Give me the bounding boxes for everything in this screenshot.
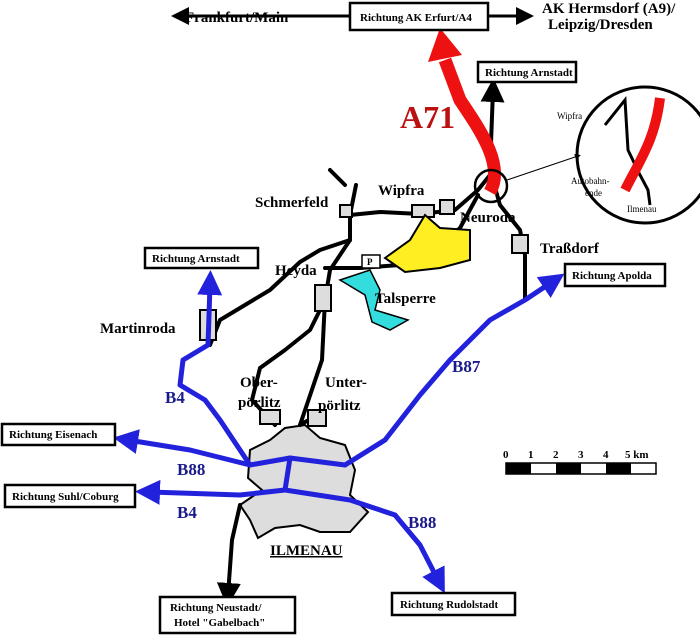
place-schmerfeld: Schmerfeld (255, 195, 329, 211)
parking-icon: P (367, 257, 373, 267)
svg-text:3: 3 (578, 449, 584, 461)
scale-bar: 0 1 2 3 4 5 km (503, 449, 657, 475)
frankfurt-label: Frankfurt/Main (185, 10, 289, 26)
place-ilmenau: ILMENAU (270, 543, 343, 559)
svg-text:2: 2 (553, 449, 559, 461)
hermsdorf-label: AK Hermsdorf (A9)/ (542, 1, 676, 17)
direction-arnstadt-ne: Richtung Arnstadt (485, 67, 573, 79)
direction-apolda: Richtung Apolda (572, 270, 652, 282)
a71-label: A71 (400, 99, 455, 135)
direction-eisenach: Richtung Eisenach (9, 429, 97, 441)
place-trassdorf: Traßdorf (540, 241, 600, 257)
place-martinroda: Martinroda (100, 321, 176, 337)
hotel-pointer-icon (383, 213, 471, 274)
b4-south-label: B4 (177, 503, 197, 522)
b88-west-label: B88 (177, 460, 205, 479)
svg-text:Wipfra: Wipfra (557, 111, 582, 121)
svg-text:Ilmenau: Ilmenau (627, 204, 657, 214)
direction-arnstadt-w: Richtung Arnstadt (152, 253, 240, 265)
svg-text:4: 4 (603, 449, 609, 461)
place-wipfra: Wipfra (378, 183, 425, 199)
federal-roads (113, 270, 565, 594)
leipzig-label: Leipzig/Dresden (548, 17, 653, 33)
svg-text:Autobahn-: Autobahn- (571, 176, 610, 186)
direction-rudolstadt: Richtung Rudolstadt (400, 599, 498, 611)
a71-motorway (438, 57, 501, 196)
place-heyda: Heyda (275, 263, 317, 279)
direction-neustadt: Richtung Neustadt/ (170, 602, 262, 614)
place-unterpoerlitz: Unter- (325, 375, 367, 391)
direction-erfurt: Richtung AK Erfurt/A4 (360, 12, 472, 24)
talsperre-reservoir (338, 269, 410, 331)
svg-text:pörlitz: pörlitz (318, 398, 361, 414)
svg-text:0: 0 (503, 449, 509, 461)
place-talsperre: Talsperre (375, 291, 436, 307)
direction-suhl-coburg: Richtung Suhl/Coburg (12, 491, 119, 503)
svg-text:1: 1 (528, 449, 534, 461)
b4-north-label: B4 (165, 388, 185, 407)
ilmenau-city-area (238, 423, 370, 540)
inset-autobahn-end: Wipfra Autobahn- ende Ilmenau (557, 85, 700, 225)
svg-text:pörlitz: pörlitz (238, 395, 281, 411)
svg-text:ende: ende (585, 188, 602, 198)
place-neuroda: Neuroda (460, 210, 516, 226)
place-oberpoerlitz: Ober- (240, 375, 278, 391)
villages (199, 199, 529, 427)
b87-label: B87 (452, 357, 481, 376)
b88-south-label: B88 (408, 513, 436, 532)
svg-text:5 km: 5 km (625, 449, 649, 461)
svg-text:Hotel "Gabelbach": Hotel "Gabelbach" (174, 617, 265, 629)
